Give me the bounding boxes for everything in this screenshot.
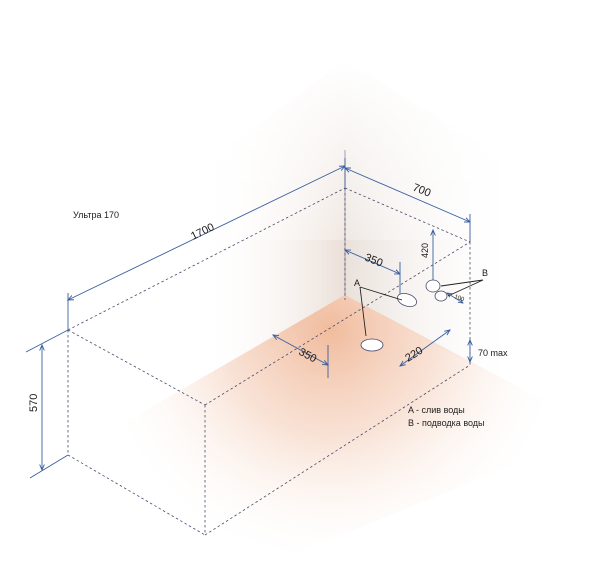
dimension-supply-height-label: 420 (420, 243, 430, 258)
legend-drain: A - слив воды (408, 405, 465, 415)
dimension-height-label: 570 (28, 394, 40, 412)
dimension-supply-spacing-label: 100 (453, 294, 465, 303)
water-supply-icon (425, 279, 448, 302)
room-shading (60, 60, 600, 560)
marker-b: B (482, 268, 488, 278)
dimension-drain-front (273, 335, 328, 378)
dimension-height (25, 329, 69, 479)
dimension-drain-side (400, 330, 450, 366)
dimension-drain-wall (345, 250, 400, 300)
dimension-supply-spacing (447, 293, 463, 303)
dimension-drain-depth-label: 70 max (478, 348, 508, 358)
leader-lines (359, 279, 484, 337)
dimension-depth (345, 168, 470, 242)
model-name: Ультра 170 (73, 210, 119, 220)
legend-supply: B - подводка воды (408, 418, 485, 428)
marker-a: A (354, 278, 360, 288)
drain-hole-icon (360, 293, 418, 352)
